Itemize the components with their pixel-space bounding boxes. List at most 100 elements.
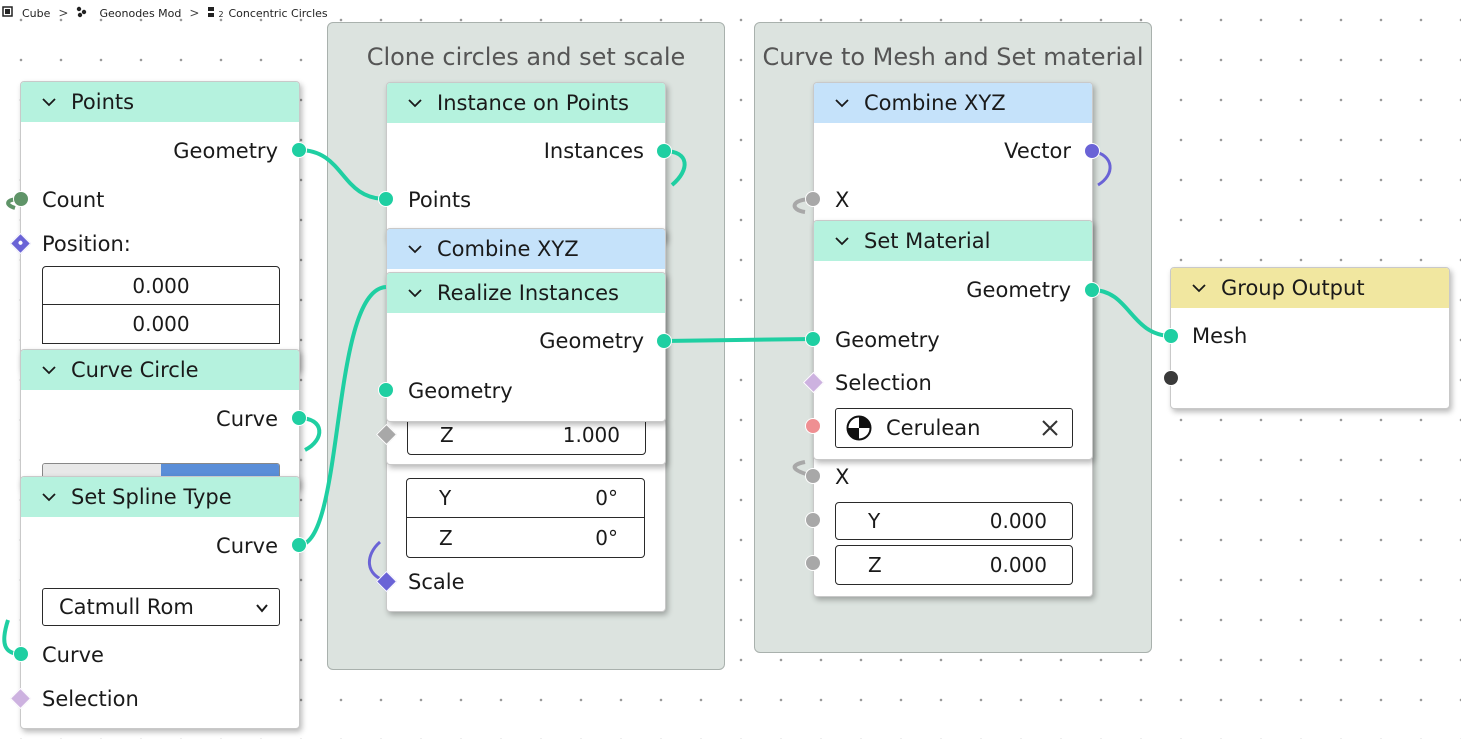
field-value: 0.000 [132, 312, 190, 336]
input-position: Position: [21, 229, 299, 259]
node-title: Combine XYZ [437, 237, 579, 261]
breadcrumb-item-modifier[interactable]: Geonodes Mod [99, 6, 182, 20]
input-x: X [814, 462, 1092, 492]
input-curve: Curve [21, 640, 299, 670]
input-geometry: Geometry [387, 376, 665, 406]
field-value: 1.000 [562, 423, 620, 447]
socket-label: Points [408, 188, 472, 212]
chevron-down-icon[interactable] [834, 95, 850, 111]
node-header[interactable]: Group Output [1171, 268, 1449, 308]
output-geometry: Geometry [814, 275, 1092, 305]
position-y-field[interactable]: 0.000 [42, 304, 280, 344]
node-curve-circle[interactable]: Curve Circle Curve [20, 349, 300, 489]
breadcrumb-item-nodegroup[interactable]: Concentric Circles [228, 6, 328, 20]
socket-label: Curve [216, 534, 278, 558]
breadcrumb-item-object[interactable]: Cube [22, 6, 51, 20]
node-realize-instances[interactable]: Realize Instances Geometry Geometry [386, 272, 666, 422]
node-header[interactable]: Points [21, 82, 299, 122]
spline-type-dropdown[interactable]: Catmull Rom [42, 588, 280, 626]
chevron-down-icon[interactable] [41, 94, 57, 110]
input-selection: Selection [814, 368, 1092, 398]
node-header[interactable]: Instance on Points [387, 83, 665, 123]
output-instances: Instances [387, 136, 665, 166]
output-vector: Vector [814, 136, 1092, 166]
socket-geometry-input[interactable] [805, 331, 821, 347]
chevron-down-icon[interactable] [407, 95, 423, 111]
rotation-y-field[interactable]: Y 0° [406, 478, 645, 518]
node-group-output[interactable]: Group Output Mesh [1170, 267, 1450, 409]
socket-label: Geometry [835, 328, 940, 352]
z-value-field[interactable]: Z 0.000 [835, 545, 1073, 585]
node-title: Points [71, 90, 135, 114]
socket-x-input[interactable] [805, 191, 821, 207]
socket-curve-output[interactable] [291, 537, 307, 553]
socket-instances-output[interactable] [656, 143, 672, 159]
frame-label: Curve to Mesh and Set material [762, 43, 1144, 71]
socket-label: Curve [216, 407, 278, 431]
socket-label: Geometry [173, 139, 278, 163]
node-instance-on-points[interactable]: Instance on Points Instances Points [386, 82, 666, 242]
socket-geometry-input[interactable] [378, 382, 394, 398]
node-header[interactable]: Realize Instances [387, 273, 665, 313]
socket-x-input[interactable] [805, 468, 821, 484]
input-x: X [814, 185, 1092, 215]
modifier-icon [76, 6, 90, 21]
socket-label: Vector [1004, 139, 1071, 163]
user-count-badge: 2 [218, 9, 224, 19]
y-value-field[interactable]: Y 0.000 [835, 502, 1073, 540]
socket-label: Position: [42, 232, 131, 256]
node-header[interactable]: Combine XYZ [814, 83, 1092, 123]
socket-count-input[interactable] [13, 191, 29, 207]
socket-mesh-input[interactable] [1163, 328, 1179, 344]
socket-geometry-output[interactable] [656, 333, 672, 349]
node-set-material[interactable]: Set Material Geometry Geometry Selection… [813, 220, 1093, 460]
field-label: Y [439, 486, 452, 510]
field-value: 0° [595, 525, 618, 550]
chevron-down-icon[interactable] [834, 233, 850, 249]
material-field[interactable]: Cerulean [835, 408, 1073, 448]
breadcrumb-separator: > [189, 6, 200, 20]
node-title: Curve Circle [71, 358, 199, 382]
material-sphere-icon [846, 415, 872, 441]
socket-label: Selection [835, 371, 932, 395]
node-title: Realize Instances [437, 281, 619, 305]
node-title: Group Output [1221, 276, 1365, 300]
close-icon[interactable] [1040, 418, 1060, 438]
chevron-down-icon[interactable] [41, 489, 57, 505]
chevron-down-icon[interactable] [407, 241, 423, 257]
socket-z-input[interactable] [805, 555, 821, 571]
node-header[interactable]: Set Spline Type [21, 477, 299, 517]
node-header[interactable]: Combine XYZ [387, 229, 665, 269]
node-header[interactable]: Curve Circle [21, 350, 299, 390]
node-points[interactable]: Points Geometry Count Position: 0.000 0.… [20, 81, 300, 371]
chevron-down-icon[interactable] [41, 362, 57, 378]
chevron-down-icon[interactable] [407, 285, 423, 301]
frame-label: Clone circles and set scale [366, 43, 686, 71]
rotation-z-field[interactable]: Z 0° [406, 517, 645, 558]
socket-curve-input[interactable] [13, 646, 29, 662]
socket-points-input[interactable] [378, 191, 394, 207]
output-geometry: Geometry [21, 136, 299, 166]
node-title: Set Material [864, 229, 991, 253]
chevron-down-icon[interactable] [1191, 280, 1207, 296]
socket-label: Instances [543, 139, 644, 163]
socket-geometry-output[interactable] [1084, 282, 1100, 298]
position-x-field[interactable]: 0.000 [42, 266, 280, 305]
node-set-spline-type[interactable]: Set Spline Type Curve Catmull Rom Curve … [20, 476, 300, 729]
socket-label: Curve [42, 643, 104, 667]
socket-y-input[interactable] [805, 512, 821, 528]
input-points: Points [387, 185, 665, 215]
input-selection: Selection [21, 684, 299, 714]
node-header[interactable]: Set Material [814, 221, 1092, 261]
socket-empty-input[interactable] [1163, 370, 1179, 386]
socket-geometry-output[interactable] [291, 142, 307, 158]
field-value: 0.000 [989, 509, 1047, 533]
socket-material-input[interactable] [805, 418, 821, 434]
socket-curve-output[interactable] [291, 410, 307, 426]
socket-vector-output[interactable] [1084, 143, 1100, 159]
input-mesh: Mesh [1171, 321, 1449, 351]
field-value: 0° [595, 486, 618, 510]
node-title: Combine XYZ [864, 91, 1006, 115]
field-label: Z [439, 525, 453, 550]
field-label: Z [440, 423, 454, 447]
